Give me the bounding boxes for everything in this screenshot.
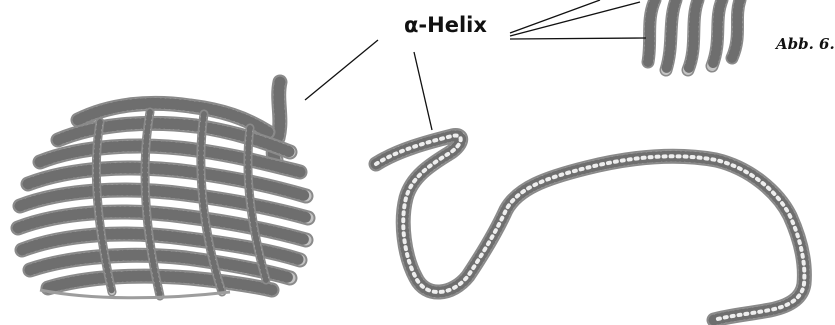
leader-to-globule (305, 40, 378, 100)
helix-label: α-Helix (404, 13, 487, 37)
helix-fragment-icon (648, 0, 740, 70)
leader-to-fragment-3 (510, 38, 646, 39)
extended-helix-chain-icon (376, 136, 804, 320)
leader-to-fragment-2 (510, 2, 640, 36)
leader-to-chain (414, 52, 432, 130)
figure-number: Abb. 6. (774, 35, 835, 53)
coiled-protein-globule-icon (18, 82, 308, 298)
